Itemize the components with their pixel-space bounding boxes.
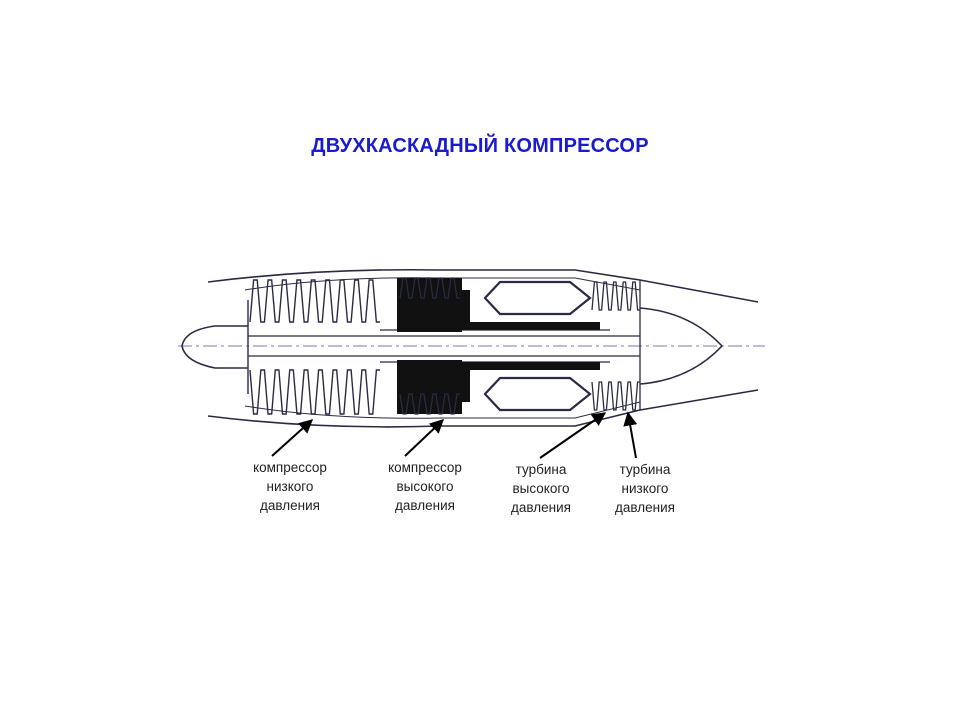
front-spinner	[181, 325, 248, 369]
turbine-blade-row-top	[591, 281, 640, 311]
label-high-pressure-compressor: компрессор высокого давления	[388, 460, 462, 513]
label-low-pressure-compressor: компрессор низкого давления	[253, 460, 327, 513]
combustion-chamber-bottom	[483, 376, 592, 412]
arrow-hpc	[404, 419, 445, 457]
lpc-blades	[249, 279, 380, 415]
arrow-hpt	[539, 412, 607, 459]
hpc-blades	[399, 277, 460, 415]
outer-casing-top	[207, 268, 759, 303]
hpc-blade-row-top	[399, 277, 460, 299]
combustion-chamber-top	[483, 280, 592, 316]
turbine-blade-row-bottom	[591, 381, 640, 411]
label-high-pressure-turbine: турбина высокого давления	[511, 462, 571, 515]
arrow-lpc	[271, 419, 314, 457]
arrow-lpt	[623, 411, 638, 459]
hpc-blade-row-bottom	[399, 393, 460, 415]
label-low-pressure-turbine: турбина низкого давления	[615, 462, 675, 515]
lpc-blade-row-bottom	[249, 369, 380, 415]
diagram-title: ДВУХКАСКАДНЫЙ КОМПРЕССОР	[311, 135, 649, 157]
outer-casing-bottom	[207, 389, 759, 428]
inner-casing-bottom	[244, 401, 641, 419]
lpc-blade-row-top	[249, 279, 380, 323]
exhaust-cone	[639, 307, 724, 385]
turbine-blades	[591, 281, 640, 411]
pointer-arrows	[271, 411, 638, 459]
